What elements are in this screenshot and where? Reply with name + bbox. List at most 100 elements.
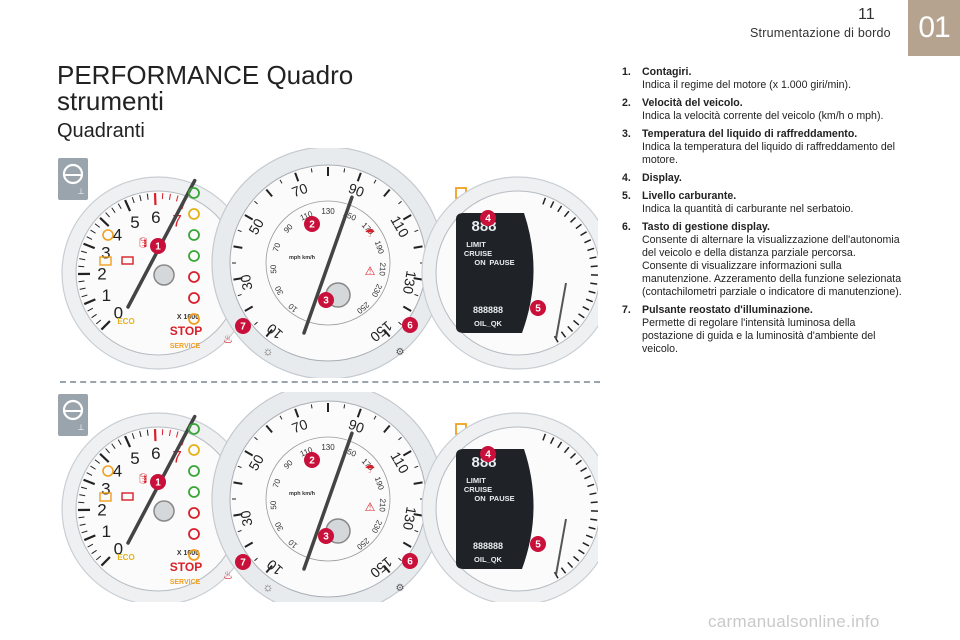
callout-badge (480, 210, 496, 226)
fuel-gauge-tick (580, 231, 587, 237)
tachometer-tick (83, 478, 96, 486)
adjust-icon: ⊥ (78, 423, 85, 432)
fuel-gauge-tick (582, 542, 590, 547)
fuel-gauge-tick (557, 205, 563, 213)
callout-badge (318, 528, 334, 544)
tachometer-tick (90, 229, 96, 234)
tachometer-tick (95, 319, 102, 325)
speedometer-kmh-number: 190 (373, 476, 386, 492)
speed-units-label: mph km/h (289, 491, 316, 497)
speedometer-tick (414, 529, 419, 533)
fuel-gauge-tick (587, 483, 595, 488)
callout-number: 3 (323, 296, 329, 307)
callout-number: 1 (155, 478, 161, 489)
indicator-lamp-icon (188, 423, 200, 435)
speedometer-mph-number: 90 (346, 180, 366, 200)
legend-title: Livello carburante. (642, 190, 737, 202)
speedometer-kmh-number: 30 (273, 284, 285, 296)
indicator-lamp-icon (188, 549, 200, 561)
callout-marker: 1 (150, 238, 166, 254)
legend-item: 7. Pulsante reostato d'illuminazione. Pe… (622, 304, 902, 356)
indicator-lamp-icon (188, 507, 200, 519)
display-odometer: 888888 (473, 541, 503, 551)
stop-label: STOP (170, 324, 202, 338)
callout-number: 4 (485, 450, 491, 461)
speedometer-mph-number: 50 (245, 216, 267, 238)
tachometer-tick (91, 313, 97, 319)
tachometer-number: 7 (172, 211, 181, 230)
tachometer-number: 2 (97, 265, 106, 284)
tachometer-tick (79, 287, 86, 290)
fuel-gauge-tick (549, 437, 555, 445)
subtitle: Quadranti (57, 120, 145, 142)
speedometer-mph-number: 90 (346, 416, 366, 436)
speedometer-tick (373, 179, 377, 184)
callout-number: 1 (155, 242, 161, 253)
tachometer-number: 0 (114, 304, 123, 323)
speedometer-tick (237, 229, 242, 233)
speedometer-tick (414, 293, 419, 297)
tachometer-tick (79, 494, 86, 497)
speedometer-mph-number: 70 (290, 416, 310, 436)
tachometer-number: 4 (113, 461, 122, 480)
tachometer-number: 7 (172, 447, 181, 466)
fuel-gauge-tick (563, 210, 570, 218)
speedometer-tick (265, 329, 273, 338)
tachometer-tick (99, 453, 110, 463)
indicator-lamp-icon (188, 250, 200, 262)
speedometer-tick (413, 481, 423, 485)
check-engine-icon (102, 465, 114, 477)
speedometer-kmh-number: 130 (321, 207, 335, 216)
tachometer-tick (91, 549, 97, 555)
speedometer-tick (413, 245, 423, 249)
legend-description: Indica la velocità corrente del veicolo … (642, 110, 884, 122)
fuel-gauge-tick (590, 282, 598, 285)
fuel-gauge-tick (569, 216, 577, 223)
callout-number: 5 (535, 304, 541, 315)
tachometer-tick (83, 298, 96, 306)
speedometer-tick (254, 200, 258, 205)
legend-description: Consente di alternare la visualizzazione… (642, 234, 902, 298)
speedometer-tick (383, 424, 391, 433)
tachometer-tick (146, 429, 149, 436)
tachometer-hub (153, 500, 175, 522)
page-title: PERFORMANCE Quadro strumenti (57, 60, 354, 116)
tachometer-number: 6 (151, 444, 160, 463)
tachometer-tick (105, 212, 110, 218)
speedometer-tick (265, 188, 273, 197)
tachometer-tick (79, 523, 86, 526)
callout-marker: 6 (402, 317, 418, 333)
speedometer-inner-ring (265, 436, 391, 562)
fuel-gauge-tick (575, 223, 582, 230)
callout-marker: 2 (304, 452, 320, 468)
legend-description: Indica il regime del motore (x 1.000 gir… (642, 79, 852, 91)
tachometer-tick (94, 459, 101, 464)
speedometer-mph-number: 30 (237, 509, 255, 527)
fuel-gauge-tick (584, 475, 592, 480)
callout-badge (235, 554, 251, 570)
tachometer-tick (95, 555, 102, 561)
legend-title: Velocità del veicolo. (642, 97, 743, 109)
callout-marker: 7 (235, 318, 251, 334)
callout-marker: 7 (235, 554, 251, 570)
fuel-gauge-tick (569, 452, 577, 459)
tachometer-tick (168, 429, 171, 436)
fuel-gauge-tick (588, 290, 596, 294)
legend-title: Pulsante reostato d'illuminazione. (642, 304, 813, 316)
callout-badge (304, 452, 320, 468)
callout-marker: 4 (480, 446, 496, 462)
indicator-lamp-icon (188, 229, 200, 241)
callout-marker: 4 (480, 210, 496, 226)
fuel-gauge-tick (582, 306, 590, 311)
legend-number: 2. (622, 97, 631, 109)
speedometer-tick (279, 179, 283, 184)
speedometer-kmh-number: 210 (377, 262, 387, 276)
callout-badge (318, 292, 334, 308)
callout-marker: 2 (304, 216, 320, 232)
tachometer-tick (99, 217, 110, 227)
tachometer-tick (139, 195, 142, 202)
fuel-gauge-tick (573, 555, 580, 562)
speedometer-kmh-number: 70 (271, 241, 283, 253)
seatbelt-icon: ☂ (365, 462, 376, 476)
